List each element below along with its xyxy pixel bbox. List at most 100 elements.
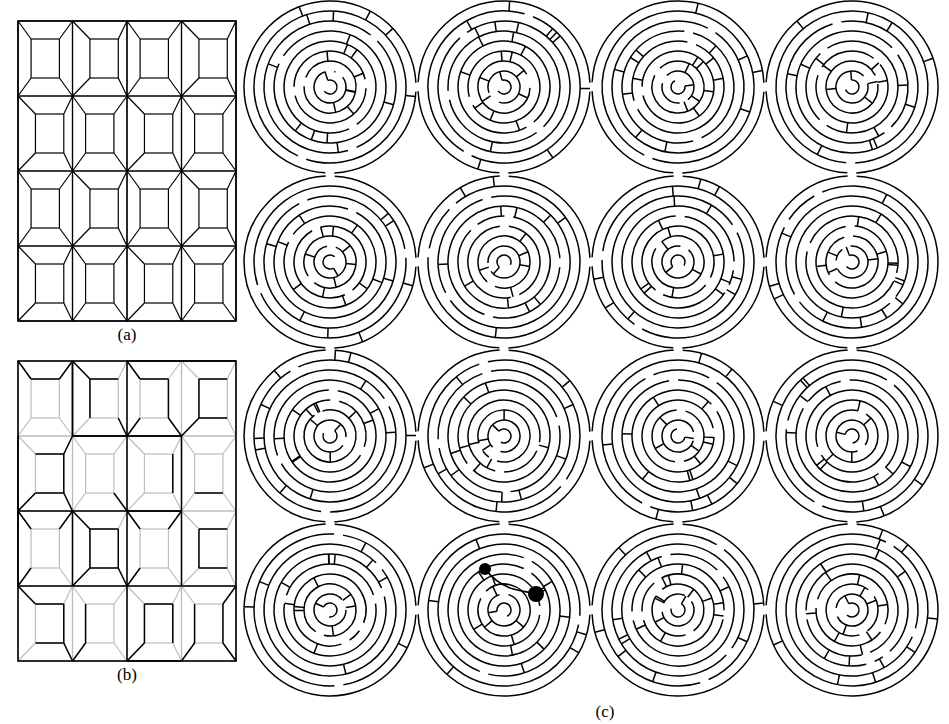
maze-wall [654,370,710,378]
maze-wall [428,364,561,512]
tile-edge [168,529,169,568]
maze-wall [314,594,346,626]
maze-wall [846,247,849,255]
maze-wall [867,600,876,604]
maze-wall [381,213,389,219]
tile-edge [223,586,236,604]
maze-wall [836,432,845,434]
maze-wall [924,58,933,61]
maze-wall [816,400,888,472]
tile-edge [85,604,86,643]
tile-edge [118,78,127,96]
maze-wall [300,312,305,321]
tile-edge [182,153,195,171]
tile-edge [126,511,127,586]
maze-wall [878,605,888,607]
maze-wall [619,635,628,639]
tile-edge [73,586,86,604]
maze-wall [182,643,195,661]
maze-wall [429,600,439,601]
tile-edge [90,417,118,418]
maze-wall [628,312,635,320]
tile-edge [59,78,72,96]
panel-label: (a) [118,325,137,345]
tile-edge [118,568,127,586]
circular-maze [418,176,590,348]
maze-wall [879,530,883,539]
maze-wall [703,598,712,601]
tile-edge [222,454,223,493]
tile-edge [59,189,60,228]
maze-wall [835,236,878,288]
maze-wall [622,31,693,143]
maze-wall [63,604,65,643]
maze-wall [458,564,550,656]
maze-wall [693,108,699,116]
circular-maze [244,1,416,173]
tile-edge [126,96,127,171]
maze-wall [284,603,294,604]
tile-edge [182,170,237,171]
maze-wall [622,93,632,94]
maze-wall [274,31,386,143]
tile-edge [90,188,118,189]
maze-wall [379,577,388,582]
maze-wall [662,578,666,587]
maze-wall [577,632,587,635]
maze-wall [314,578,318,587]
maze-wall [469,442,479,444]
maze-wall [18,511,31,529]
maze-wall [479,37,484,46]
tile-edge [140,528,168,529]
maze-wall [495,328,496,338]
maze-wall [314,644,317,653]
tile-edge [126,246,127,321]
tile-edge [182,361,199,379]
tile-edge [182,435,237,436]
tile-edge [64,246,73,264]
maze-wall [691,501,693,511]
maze-wall [244,1,416,173]
maze-wall [447,667,454,674]
maze-wall [613,618,623,619]
maze-wall [776,186,928,338]
maze-wall [603,444,613,445]
tile-edge [223,436,236,454]
tile-edge [127,361,140,379]
maze-wall [73,435,128,437]
maze-wall [342,246,350,252]
maze-wall [694,456,700,464]
tile-edge [90,378,118,379]
maze-wall [817,146,822,155]
maze-wall [882,194,887,203]
tile-edge [73,361,90,379]
maze-wall [478,410,530,462]
maze-wall [632,216,724,308]
maze-wall [800,380,807,387]
maze-wall [692,269,701,274]
maze-wall [127,435,182,437]
maze-wall [439,370,570,502]
maze-wall [638,45,724,133]
tile-edge [72,246,73,321]
tile-edge [182,95,237,96]
maze-wall [384,102,394,105]
maze-wall [323,255,335,269]
maze-wall [672,288,674,298]
maze-wall [73,435,128,437]
maze-wall [636,130,642,138]
maze-wall [503,410,505,420]
maze-wall [666,267,673,273]
tile-edge [199,417,227,418]
maze-wall [546,29,552,37]
maze-wall [510,52,512,62]
maze-wall [509,226,540,294]
maze-wall [500,72,502,81]
maze-wall [127,568,140,586]
maze-wall [64,643,73,661]
maze-wall [806,612,816,614]
circular-maze [244,350,416,522]
tile-edge [118,361,127,379]
tile-edge [198,189,199,228]
